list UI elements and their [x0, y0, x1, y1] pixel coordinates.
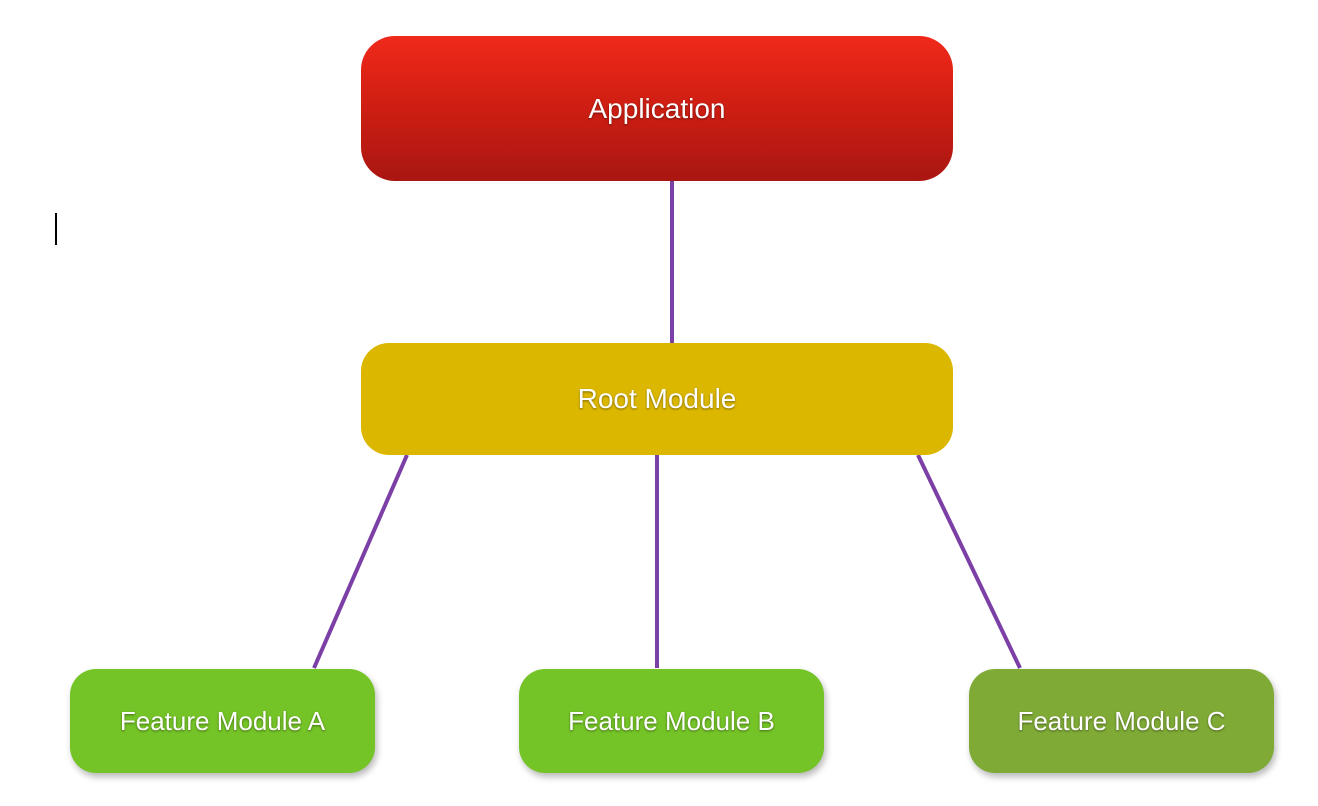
- application-label: Application: [588, 92, 726, 124]
- feature-module-c-label: Feature Module C: [1017, 705, 1226, 736]
- feature-module-b-label: Feature Module B: [568, 705, 775, 736]
- root-module-label: Root Module: [577, 383, 737, 414]
- connector-root-feature-c: [916, 454, 1022, 669]
- root-module-node[interactable]: Root Module: [361, 343, 953, 455]
- feature-module-b-node[interactable]: Feature Module B: [519, 669, 824, 773]
- text-cursor: [55, 213, 57, 245]
- feature-module-a-node[interactable]: Feature Module A: [70, 669, 375, 773]
- application-node[interactable]: Application: [361, 36, 953, 181]
- connector-root-feature-a: [312, 454, 409, 669]
- feature-module-c-node[interactable]: Feature Module C: [969, 669, 1274, 773]
- feature-module-a-label: Feature Module A: [119, 705, 326, 736]
